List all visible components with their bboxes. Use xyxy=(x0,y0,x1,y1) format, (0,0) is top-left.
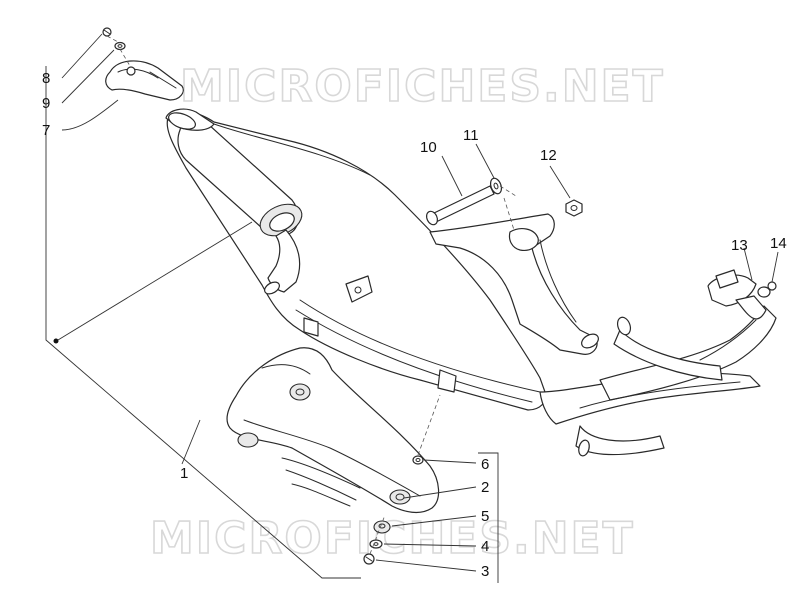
callout-13: 13 xyxy=(731,237,748,254)
washer-9 xyxy=(114,41,126,51)
mounting-bracket xyxy=(429,213,599,355)
washer-11 xyxy=(489,177,503,195)
muffler-body xyxy=(165,108,547,411)
callout-6: 6 xyxy=(481,456,489,473)
callout-10: 10 xyxy=(420,139,437,156)
callout-1: 1 xyxy=(180,465,188,482)
bracket-node xyxy=(53,338,59,344)
grommet-5 xyxy=(373,520,391,534)
callout-12: 12 xyxy=(540,147,557,164)
flange-13 xyxy=(707,269,767,320)
callout-14: 14 xyxy=(770,235,787,252)
callout-4: 4 xyxy=(481,538,489,555)
callout-3: 3 xyxy=(481,563,489,580)
bolt-10 xyxy=(425,185,495,226)
nut-12 xyxy=(565,199,583,217)
washer-4 xyxy=(369,539,383,549)
nut-14 xyxy=(757,281,777,298)
watermark-bottom: MICROFICHES.NET xyxy=(150,513,635,564)
washer-6 xyxy=(412,455,424,465)
callout-11: 11 xyxy=(463,127,479,144)
axis-9-7 xyxy=(119,48,131,67)
callout-9: 9 xyxy=(42,95,50,112)
header-pipe xyxy=(539,305,777,457)
watermark-top: MICROFICHES.NET xyxy=(180,61,665,112)
axis-6 xyxy=(417,394,441,456)
callout-8: 8 xyxy=(42,70,50,87)
screw-8 xyxy=(102,27,112,37)
callout-5: 5 xyxy=(481,508,489,525)
leader-lines xyxy=(57,33,779,572)
heat-shield-cover xyxy=(105,60,184,101)
right-bracket xyxy=(478,452,499,583)
axis-11b xyxy=(503,197,515,231)
callout-7: 7 xyxy=(42,122,50,139)
axis-8-9 xyxy=(106,35,121,44)
lower-heat-shield xyxy=(226,347,440,514)
axis-11 xyxy=(499,185,517,197)
screw-3 xyxy=(363,553,375,565)
callout-2: 2 xyxy=(481,479,489,496)
